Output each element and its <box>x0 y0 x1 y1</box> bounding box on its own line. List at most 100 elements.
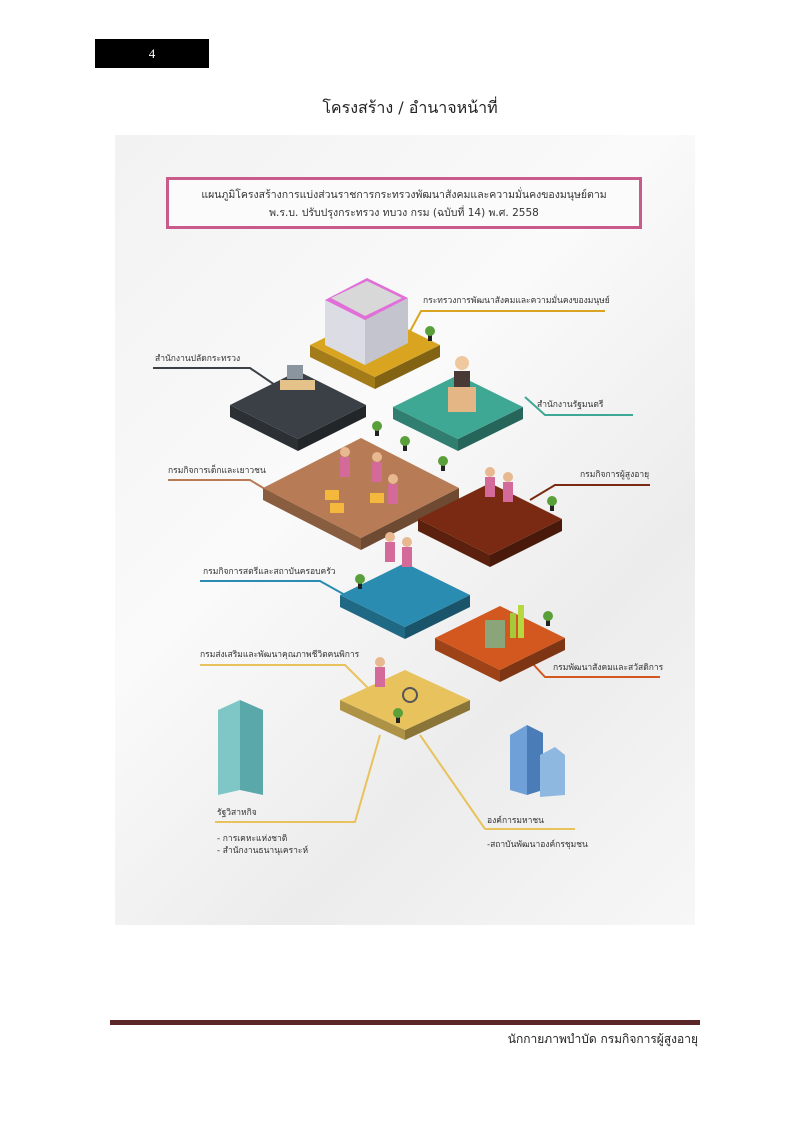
tree-icon <box>438 456 448 466</box>
platform-permanent-secretary-side <box>298 405 366 451</box>
plant-pot-icon <box>550 505 554 511</box>
person-icon <box>385 542 395 562</box>
person-icon <box>485 477 495 497</box>
bar-chart-icon <box>510 613 516 638</box>
wheelchair-icon <box>402 687 418 703</box>
heading-line-1: แผนภูมิโครงสร้างการแบ่งส่วนราชการกระทรวง… <box>201 189 607 201</box>
label-older-persons: กรมกิจการผู้สูงอายุ <box>580 470 650 480</box>
platform-minister-office-side <box>393 407 458 451</box>
person-icon <box>372 462 382 482</box>
platform-ministry-side <box>310 345 375 389</box>
platform-disabilities-side <box>340 700 405 740</box>
person-icon <box>503 482 513 502</box>
plant-pot-icon <box>546 620 550 626</box>
plant-pot-icon <box>403 445 407 451</box>
public-org-item: -สถาบันพัฒนาองค์กรชุมชน <box>487 840 588 850</box>
tree-icon <box>393 708 403 718</box>
building-icon <box>325 300 365 365</box>
person-icon <box>388 484 398 504</box>
footer-text: นักกายภาพบำบัด กรมกิจการผู้สูงอายุ <box>507 1032 698 1046</box>
person-icon <box>388 474 398 484</box>
office-building-icon <box>527 725 543 795</box>
label-social-welfare: กรมพัฒนาสังคมและสวัสดิการ <box>553 663 664 673</box>
platform-women-family-side <box>340 595 405 639</box>
skyscraper-icon <box>218 700 240 795</box>
office-building-icon <box>510 725 527 795</box>
label-disabilities: กรมส่งเสริมและพัฒนาคุณภาพชีวิตคนพิการ <box>200 650 360 660</box>
tree-icon <box>547 496 557 506</box>
platform-older-persons <box>418 483 562 555</box>
person-icon <box>340 457 350 477</box>
tree-icon <box>543 611 553 621</box>
label-women-family: กรมกิจการสตรีและสถาบันครอบครัว <box>203 567 336 577</box>
connector-line <box>153 367 276 386</box>
heading-line-2: พ.ร.บ. ปรับปรุงกระทรวง ทบวง กรม (ฉบับที่… <box>269 207 539 219</box>
org-structure-infographic: แผนภูมิโครงสร้างการแบ่งส่วนราชการกระทรวง… <box>115 135 695 925</box>
platform-social-welfare-side <box>500 638 565 682</box>
platform-older-persons-side <box>418 519 490 567</box>
desk-icon <box>280 380 315 390</box>
office-building-icon <box>540 747 565 797</box>
infographic-art <box>153 278 660 830</box>
person-icon <box>372 452 382 462</box>
person-icon <box>454 371 470 387</box>
label-public-org: องค์การมหาชน <box>487 816 544 826</box>
platform-women-family <box>340 563 470 627</box>
connector-line <box>200 664 371 691</box>
person-icon <box>503 472 513 482</box>
tree-icon <box>400 436 410 446</box>
page-number: 4 <box>95 39 209 68</box>
state-enterprise-item: - สำนักงานธนานุเคราะห์ <box>217 846 309 856</box>
tree-icon <box>372 421 382 431</box>
podium-icon <box>448 387 476 412</box>
label-children-youth: กรมกิจการเด็กและเยาวชน <box>168 466 266 476</box>
label-ministry: กระทรวงการพัฒนาสังคมและความมั่นคงของมนุษ… <box>423 296 610 306</box>
person-icon <box>375 657 385 667</box>
person-icon <box>340 447 350 457</box>
platform-children-youth-side <box>263 488 361 550</box>
connector-line <box>524 396 633 416</box>
computer-icon <box>287 365 303 379</box>
tree-icon <box>425 326 435 336</box>
label-minister-office: สำนักงานรัฐมนตรี <box>537 400 604 410</box>
connector-line <box>168 479 276 496</box>
label-permanent-secretary: สำนักงานปลัดกระทรวง <box>155 354 241 364</box>
platform-minister-office-side <box>458 407 523 451</box>
plant-pot-icon <box>428 335 432 341</box>
platform-permanent-secretary <box>230 371 366 439</box>
platform-children-youth-side <box>361 488 459 550</box>
plant-pot-icon <box>358 583 362 589</box>
footer-divider <box>110 1020 700 1025</box>
platform-permanent-secretary-side <box>230 405 298 451</box>
person-icon <box>455 356 469 370</box>
skyscraper-icon <box>240 700 263 795</box>
person-icon <box>385 532 395 542</box>
connector-line <box>200 580 346 596</box>
person-icon <box>485 467 495 477</box>
connector-line <box>419 734 486 830</box>
person-icon <box>375 667 385 687</box>
plant-pot-icon <box>441 465 445 471</box>
box-icon <box>370 493 384 503</box>
money-stack-icon <box>485 620 505 648</box>
platform-children-youth <box>263 438 459 538</box>
plant-pot-icon <box>375 430 379 436</box>
connector-line <box>529 484 650 501</box>
person-icon <box>402 537 412 547</box>
platform-disabilities-side <box>405 700 470 740</box>
platform-women-family-side <box>405 595 470 639</box>
page-title: โครงสร้าง / อำนาจหน้าที่ <box>322 98 498 117</box>
plant-pot-icon <box>396 717 400 723</box>
bar-chart-icon <box>518 605 524 638</box>
platform-older-persons-side <box>490 519 562 567</box>
tree-icon <box>355 574 365 584</box>
label-state-enterprise: รัฐวิสาหกิจ <box>217 808 257 818</box>
platform-ministry-side <box>375 345 440 389</box>
platform-social-welfare-side <box>435 638 500 682</box>
state-enterprise-item: - การเคหะแห่งชาติ <box>217 834 288 844</box>
person-icon <box>402 547 412 567</box>
box-icon <box>330 503 344 513</box>
building-roof-icon <box>331 281 402 316</box>
infographic-heading: แผนภูมิโครงสร้างการแบ่งส่วนราชการกระทรวง… <box>166 177 642 229</box>
connector-line <box>215 734 381 823</box>
